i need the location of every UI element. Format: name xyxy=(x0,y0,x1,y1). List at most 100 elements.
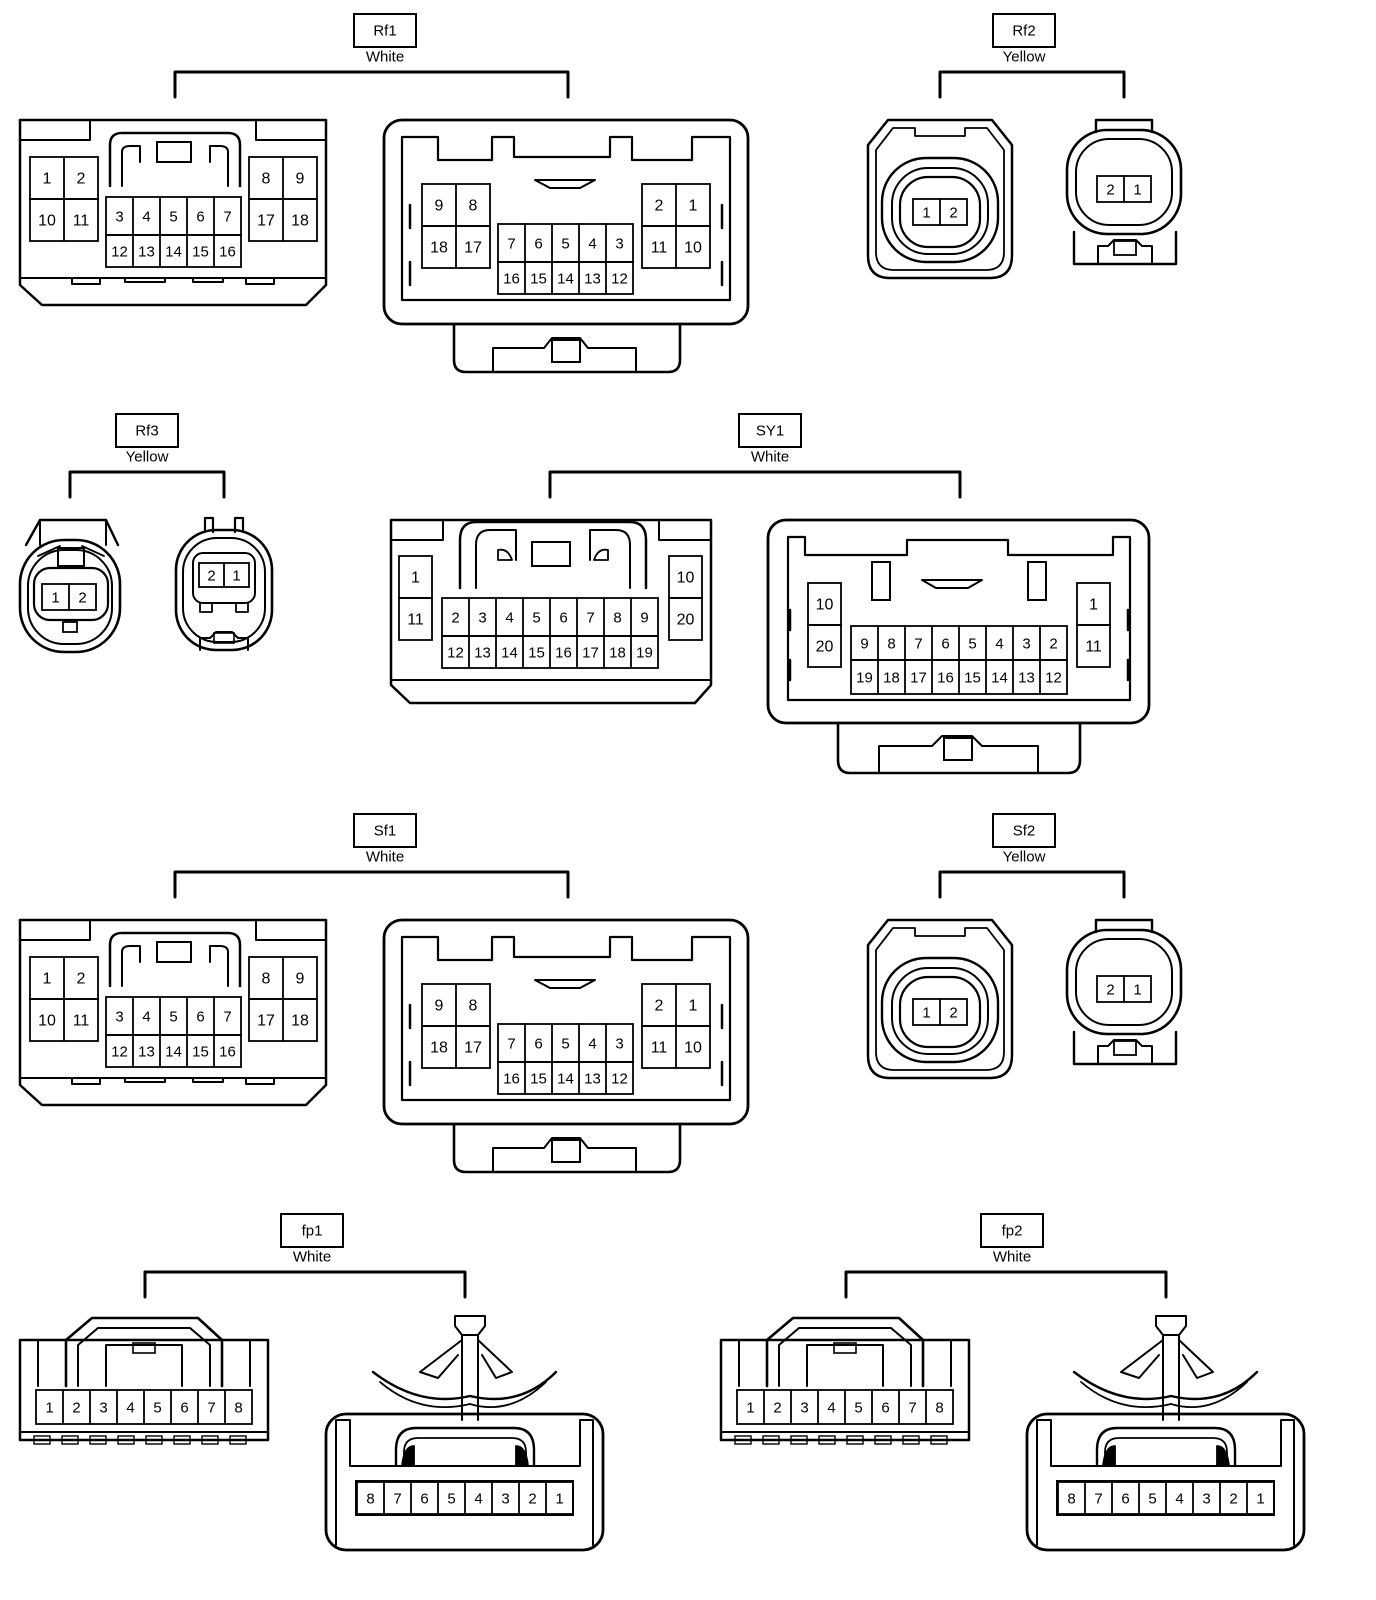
pin-number: 9 xyxy=(296,171,305,188)
pin-number: 10 xyxy=(816,597,834,614)
pin-number: 1 xyxy=(555,1491,563,1508)
pin-number: 18 xyxy=(883,670,900,687)
pin-number: 8 xyxy=(366,1491,374,1508)
pin-number: 14 xyxy=(165,244,182,261)
pin-number: 8 xyxy=(1067,1491,1075,1508)
pin-number: 5 xyxy=(532,610,540,627)
pin-number: 9 xyxy=(296,971,305,988)
pin-number: 5 xyxy=(854,1400,862,1417)
connector-id: Rf1 xyxy=(373,23,396,40)
pin-number: 9 xyxy=(640,610,648,627)
pin-number: 18 xyxy=(430,1040,448,1057)
pin-number: 5 xyxy=(561,1036,569,1053)
pin-number: 13 xyxy=(138,1044,155,1061)
pin-number: 1 xyxy=(411,570,420,587)
pin-number: 13 xyxy=(584,1071,601,1088)
connector-color: White xyxy=(293,1249,331,1266)
pin-number: 18 xyxy=(291,213,309,230)
pin-number: 1 xyxy=(43,171,52,188)
pin-number: 6 xyxy=(196,1009,204,1026)
pin-number: 18 xyxy=(430,240,448,257)
pin-number: 5 xyxy=(169,209,177,226)
pin-number: 1 xyxy=(1133,182,1141,199)
pin-number: 12 xyxy=(111,244,128,261)
pin-number: 7 xyxy=(1094,1491,1102,1508)
pin-number: 17 xyxy=(910,670,927,687)
pin-number: 6 xyxy=(941,636,949,653)
pin-number: 20 xyxy=(816,639,834,656)
pin-number: 10 xyxy=(684,1040,702,1057)
pin-number: 1 xyxy=(45,1400,53,1417)
connector-id: Sf2 xyxy=(1013,823,1036,840)
connector-color: White xyxy=(993,1249,1031,1266)
pin-number: 2 xyxy=(949,205,957,222)
pin-number: 19 xyxy=(636,645,653,662)
pin-number: 8 xyxy=(262,171,271,188)
connector-label-box xyxy=(992,813,1056,848)
pin-number: 15 xyxy=(530,271,547,288)
pin-number: 2 xyxy=(655,998,664,1015)
pin-number: 5 xyxy=(968,636,976,653)
pin-number: 16 xyxy=(503,271,520,288)
pin-number: 3 xyxy=(99,1400,107,1417)
pin-number: 1 xyxy=(922,205,930,222)
pin-number: 5 xyxy=(1148,1491,1156,1508)
pin-number: 3 xyxy=(1202,1491,1210,1508)
pin-number: 4 xyxy=(1175,1491,1183,1508)
pin-number: 10 xyxy=(38,1013,56,1030)
pin-number: 9 xyxy=(435,998,444,1015)
pin-number: 6 xyxy=(534,1036,542,1053)
pin-number: 11 xyxy=(73,213,90,230)
pin-number: 6 xyxy=(534,236,542,253)
pin-number: 4 xyxy=(142,209,150,226)
pin-number: 8 xyxy=(469,998,478,1015)
connector-color: Yellow xyxy=(1003,849,1046,866)
pin-number: 1 xyxy=(51,590,59,607)
connector-color: White xyxy=(366,49,404,66)
connector-color: White xyxy=(366,849,404,866)
pin-number: 8 xyxy=(262,971,271,988)
connector-id: Rf3 xyxy=(135,423,158,440)
pin-number: 7 xyxy=(223,209,231,226)
pin-number: 11 xyxy=(651,240,668,257)
pin-number: 3 xyxy=(615,1036,623,1053)
connector-id: Sf1 xyxy=(374,823,397,840)
pin-number: 1 xyxy=(1133,982,1141,999)
pin-number: 16 xyxy=(219,1044,236,1061)
pin-number: 4 xyxy=(505,610,513,627)
pin-number: 3 xyxy=(800,1400,808,1417)
pin-number: 3 xyxy=(501,1491,509,1508)
pin-number: 1 xyxy=(1089,597,1098,614)
pin-number: 9 xyxy=(860,636,868,653)
pin-number: 2 xyxy=(1049,636,1057,653)
pin-number: 5 xyxy=(169,1009,177,1026)
pin-number: 3 xyxy=(115,209,123,226)
pin-number: 5 xyxy=(447,1491,455,1508)
pin-number: 16 xyxy=(555,645,572,662)
pin-number: 18 xyxy=(291,1013,309,1030)
pin-number: 17 xyxy=(257,213,275,230)
pin-number: 2 xyxy=(451,610,459,627)
pin-number: 14 xyxy=(991,670,1008,687)
pin-number: 2 xyxy=(773,1400,781,1417)
pin-number: 11 xyxy=(73,1013,90,1030)
pin-number: 2 xyxy=(77,171,86,188)
pin-number: 6 xyxy=(1121,1491,1129,1508)
pin-number: 6 xyxy=(196,209,204,226)
pin-number: 9 xyxy=(435,198,444,215)
pin-number: 11 xyxy=(1085,639,1102,656)
pin-number: 7 xyxy=(207,1400,215,1417)
pin-number: 15 xyxy=(530,1071,547,1088)
pin-number: 1 xyxy=(232,568,240,585)
pin-number: 14 xyxy=(501,645,518,662)
pin-number: 13 xyxy=(584,271,601,288)
pin-number: 2 xyxy=(78,590,86,607)
pin-number: 18 xyxy=(609,645,626,662)
pin-number: 15 xyxy=(192,1044,209,1061)
connector-label-box xyxy=(738,413,802,448)
pin-number: 15 xyxy=(192,244,209,261)
